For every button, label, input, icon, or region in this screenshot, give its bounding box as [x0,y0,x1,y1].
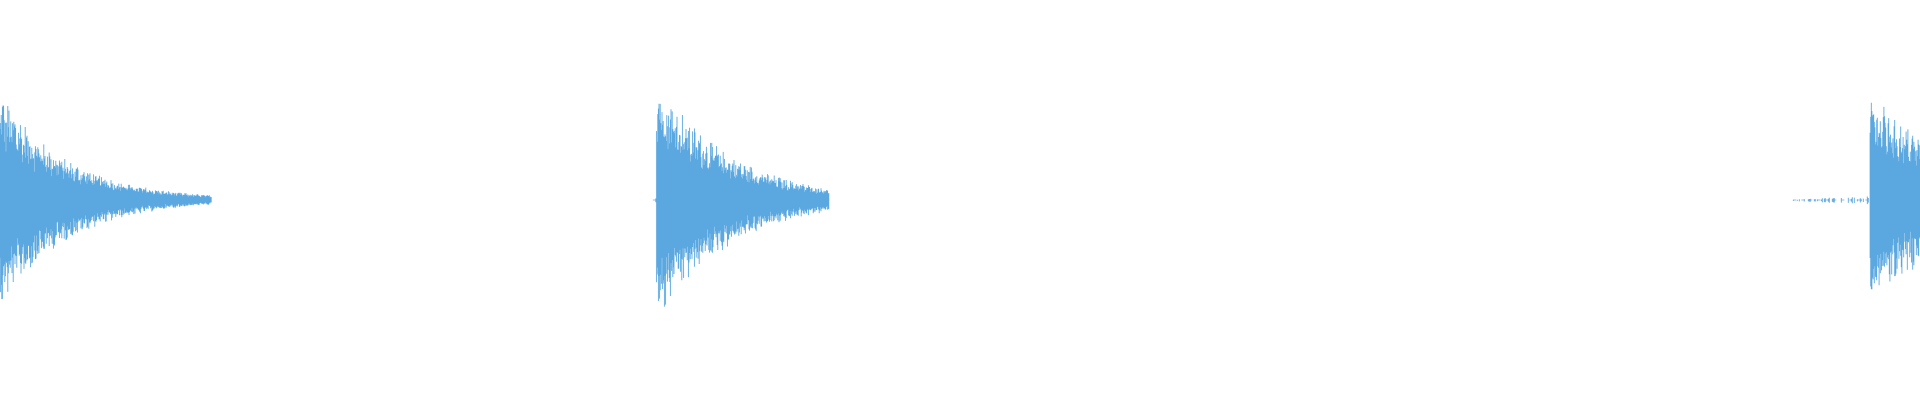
transient-1 [0,105,212,300]
transient-3-trace [1792,102,1920,290]
transient-1-trace [0,105,212,300]
waveform-layer [0,102,1920,307]
transient-2 [652,103,830,307]
transient-2-trace [655,103,830,307]
transient-3 [1792,102,1920,290]
